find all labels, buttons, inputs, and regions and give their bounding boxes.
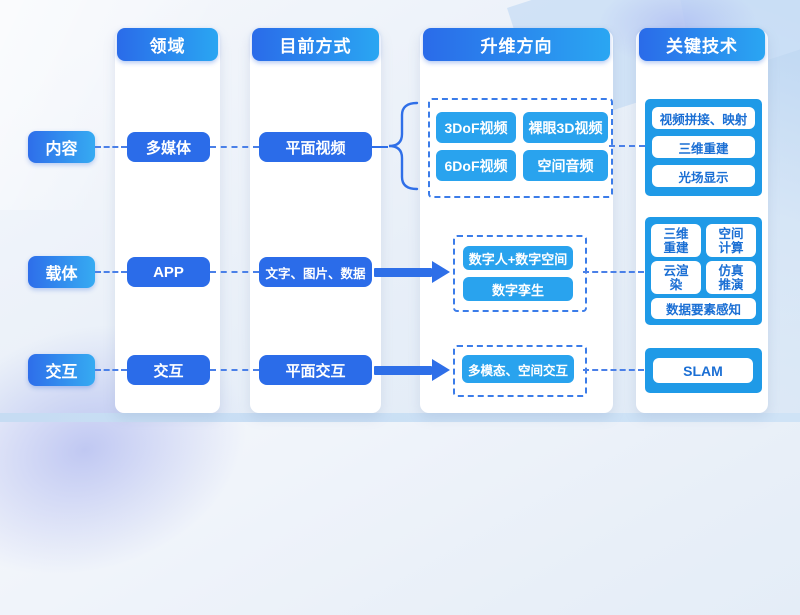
method-box-flat-video: 平面视频 xyxy=(259,132,372,162)
keytech-box-spatial-computing: 空间计算 xyxy=(706,224,756,257)
dashed-connector xyxy=(210,146,259,148)
upgrade-pill-3dof-video: 3DoF视频 xyxy=(436,112,516,143)
keytech-box-cloud-rendering: 云渲染 xyxy=(651,261,701,294)
dashed-connector xyxy=(583,271,644,273)
upgrade-pill-multimodal-spatial: 多模态、空间交互 xyxy=(462,355,574,383)
column-header-key-technology: 关键技术 xyxy=(639,28,765,61)
column-header-upgrade-direction: 升维方向 xyxy=(423,28,610,61)
keytech-box-3d-reconstruction-2: 三维重建 xyxy=(651,224,701,257)
row-label-interaction: 交互 xyxy=(28,354,95,386)
column-header-current-method: 目前方式 xyxy=(252,28,379,61)
keytech-box-3d-reconstruction: 三维重建 xyxy=(652,136,755,158)
dashed-connector xyxy=(95,271,127,273)
keytech-box-data-element-perception: 数据要素感知 xyxy=(651,298,756,319)
upgrade-arrow-icon xyxy=(374,268,432,277)
keytech-box-simulation: 仿真推演 xyxy=(706,261,756,294)
column-header-domain: 领域 xyxy=(117,28,218,61)
background-bottom-strip xyxy=(0,413,800,422)
upgrade-pill-digital-twin: 数字孪生 xyxy=(463,277,573,301)
keytech-box-video-stitching: 视频拼接、映射 xyxy=(652,107,755,129)
dashed-connector xyxy=(210,271,259,273)
upgrade-pill-6dof-video: 6DoF视频 xyxy=(436,150,516,181)
upgrade-arrow-icon xyxy=(374,366,432,375)
upgrade-group-carrier xyxy=(453,235,587,312)
upgrade-arrow-head-icon xyxy=(432,261,450,283)
column-panel-upgrade-direction xyxy=(420,30,613,413)
column-panel-current-method xyxy=(250,30,381,413)
upgrade-group-content xyxy=(428,98,613,198)
upgrade-pill-naked-eye-3d: 裸眼3D视频 xyxy=(523,112,608,143)
solid-connector xyxy=(372,146,388,148)
domain-box-app: APP xyxy=(127,257,210,287)
dashed-connector xyxy=(583,369,644,371)
dashed-connector xyxy=(210,369,259,371)
upgrade-group-interaction xyxy=(453,345,587,397)
domain-box-interaction: 交互 xyxy=(127,355,210,385)
keytech-box-slam: SLAM xyxy=(653,358,753,383)
curly-brace-icon xyxy=(388,101,419,191)
row-label-content: 内容 xyxy=(28,131,95,163)
method-box-text-image-data: 文字、图片、数据 xyxy=(259,257,372,287)
keytech-box-light-field-display: 光场显示 xyxy=(652,165,755,187)
row-label-carrier: 载体 xyxy=(28,256,95,288)
method-box-flat-interaction: 平面交互 xyxy=(259,355,372,385)
upgrade-pill-spatial-audio: 空间音频 xyxy=(523,150,608,181)
domain-box-multimedia: 多媒体 xyxy=(127,132,210,162)
upgrade-arrow-head-icon xyxy=(432,359,450,381)
dashed-connector xyxy=(95,146,127,148)
column-panel-domain xyxy=(115,30,220,413)
dashed-connector xyxy=(609,145,645,147)
upgrade-pill-digital-human-space: 数字人+数字空间 xyxy=(463,246,573,270)
dashed-connector xyxy=(95,369,127,371)
